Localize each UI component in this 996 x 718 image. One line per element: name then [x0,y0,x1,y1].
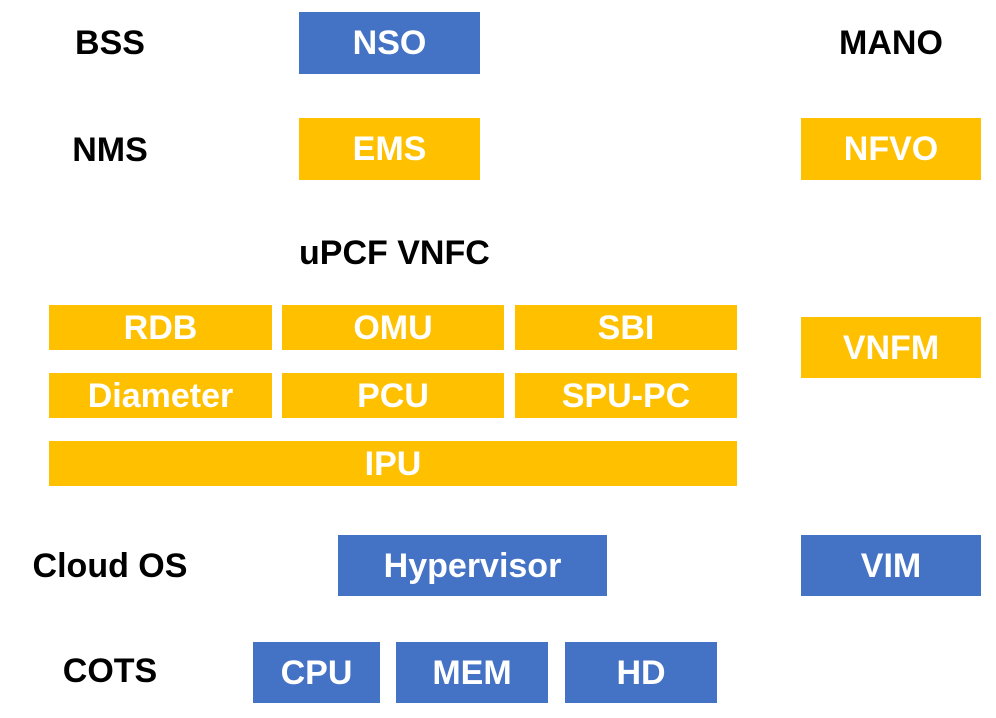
ipu-box: IPU [49,441,737,486]
diameter-box: Diameter [49,373,272,418]
nso-box: NSO [299,12,480,74]
layer-label-cots: COTS [62,652,158,690]
layer-label-nms: NMS [72,131,148,169]
spu-pc-box: SPU-PC [515,373,737,418]
layer-label-bss: BSS [75,24,145,62]
hd-box: HD [565,642,717,703]
layer-label-upcf-vnfc: uPCF VNFC [299,234,490,272]
rdb-box: RDB [49,305,272,350]
hypervisor-box: Hypervisor [338,535,607,596]
omu-box: OMU [282,305,504,350]
mem-box: MEM [396,642,548,703]
cpu-box: CPU [253,642,380,703]
layer-label-mano: MANO [839,24,943,62]
layer-label-cloud-os: Cloud OS [32,547,188,585]
vnfm-box: VNFM [801,317,981,378]
sbi-box: SBI [515,305,737,350]
vim-box: VIM [801,535,981,596]
pcu-box: PCU [282,373,504,418]
ems-box: EMS [299,118,480,180]
nfvo-box: NFVO [801,118,981,180]
